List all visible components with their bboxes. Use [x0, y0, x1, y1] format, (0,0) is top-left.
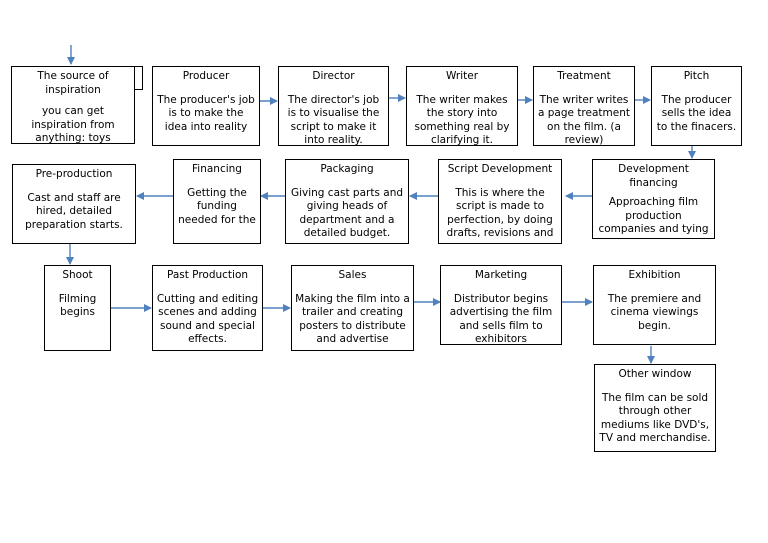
box-producer-body: The producer's job is to make the idea i…: [157, 93, 255, 133]
box-marketing-body: Distributor begins advertising the film …: [449, 292, 553, 345]
box-director-title: Director: [312, 70, 355, 82]
box-writer-body: The writer makes the story into somethin…: [414, 93, 510, 146]
box-sales-title: Sales: [338, 269, 367, 281]
box-marketing-title: Marketing: [474, 269, 528, 281]
box-pitch: Pitch The producer sells the idea to the…: [651, 66, 742, 146]
box-pastproduction-body: Cutting and editing scenes and adding so…: [156, 292, 259, 346]
box-financing: Financing Getting the funding needed for…: [173, 159, 261, 244]
box-pastproduction-title: Past Production: [166, 269, 249, 281]
box-scriptdev-title: Script Development: [447, 163, 553, 175]
box-writer: Writer The writer makes the story into s…: [406, 66, 518, 146]
box-producer-title: Producer: [182, 70, 230, 82]
box-source-body: you can get inspiration from anything: t…: [31, 105, 115, 144]
box-scriptdev: Script Development This is where the scr…: [438, 159, 562, 244]
box-source: The source of inspiration you can get in…: [11, 66, 135, 144]
box-devfinancing-body: Approaching film production companies an…: [598, 196, 709, 235]
box-exhibition-title: Exhibition: [628, 269, 681, 281]
box-director-body: The director's job is to visualise the s…: [287, 93, 380, 146]
box-exhibition: Exhibition The premiere and cinema viewi…: [593, 265, 716, 345]
box-treatment: Treatment The writer writes a page treat…: [533, 66, 635, 146]
box-sales: Sales Making the film into a trailer and…: [291, 265, 414, 351]
box-financing-title: Financing: [192, 163, 242, 175]
box-otherwindow-body: The film can be sold through other mediu…: [599, 391, 711, 445]
box-producer: Producer The producer's job is to make t…: [152, 66, 260, 146]
box-source-title: The source of inspiration: [37, 70, 109, 96]
box-packaging-body: Giving cast parts and giving heads of de…: [290, 186, 404, 240]
box-treatment-body: The writer writes a page treatment on th…: [537, 93, 630, 146]
box-packaging: Packaging Giving cast parts and giving h…: [285, 159, 409, 244]
box-shoot: Shoot Filming begins: [44, 265, 111, 351]
box-writer-title: Writer: [445, 70, 479, 82]
box-pitch-body: The producer sells the idea to the finac…: [656, 93, 737, 133]
box-shoot-title: Shoot: [62, 269, 93, 281]
box-packaging-title: Packaging: [320, 163, 374, 175]
box-otherwindow: Other window The film can be sold throug…: [594, 364, 716, 452]
box-shoot-body: Filming begins: [58, 292, 97, 319]
box-preproduction-title: Pre-production: [35, 168, 113, 180]
box-pitch-title: Pitch: [683, 70, 710, 82]
box-exhibition-body: The premiere and cinema viewings begin.: [607, 292, 702, 332]
box-devfinancing: Development financing Approaching film p…: [592, 159, 715, 239]
box-preproduction-body: Cast and staff are hired, detailed prepa…: [25, 191, 123, 231]
box-scriptdev-body: This is where the script is made to perf…: [446, 186, 554, 239]
box-treatment-title: Treatment: [557, 70, 611, 82]
box-financing-body: Getting the funding needed for the: [178, 186, 256, 226]
box-marketing: Marketing Distributor begins advertising…: [440, 265, 562, 345]
box-pastproduction: Past Production Cutting and editing scen…: [152, 265, 263, 351]
box-director: Director The director's job is to visual…: [278, 66, 389, 146]
box-preproduction: Pre-production Cast and staff are hired,…: [12, 164, 136, 244]
box-otherwindow-title: Other window: [618, 368, 692, 380]
source-box-notch: [133, 66, 143, 90]
box-sales-body: Making the film into a trailer and creat…: [295, 292, 410, 346]
box-devfinancing-title: Development financing: [618, 163, 689, 189]
